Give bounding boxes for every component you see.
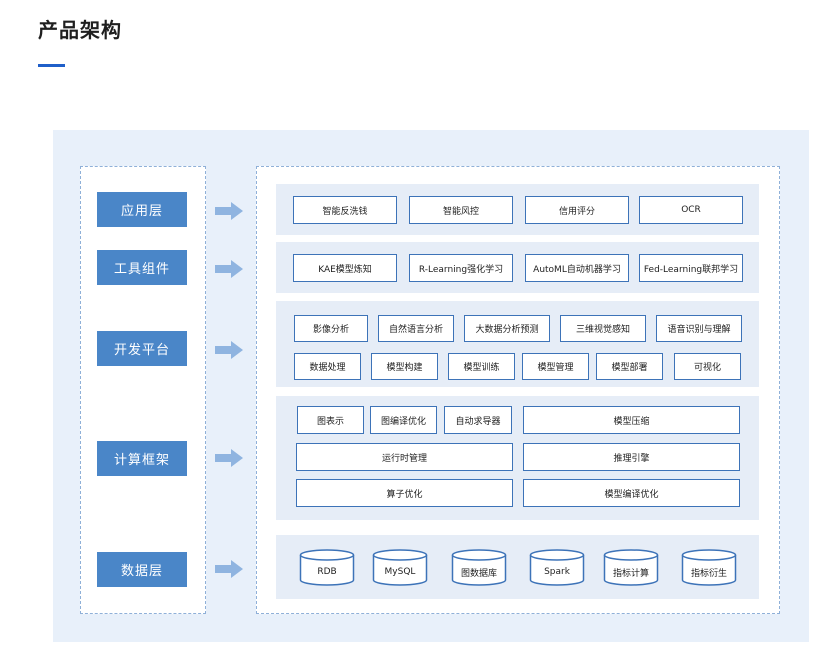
database-cylinder: 指标衍生 bbox=[681, 549, 737, 587]
dev-platform-item: 三维视觉感知 bbox=[560, 315, 646, 342]
compute-framework-item: 运行时管理 bbox=[296, 443, 513, 471]
database-cylinder: MySQL bbox=[372, 549, 428, 587]
tool-item: R-Learning强化学习 bbox=[409, 254, 513, 282]
arrow-right-icon bbox=[215, 202, 243, 220]
compute-framework-item: 推理引擎 bbox=[523, 443, 740, 471]
tool-item: AutoML自动机器学习 bbox=[525, 254, 629, 282]
tool-item: Fed-Learning联邦学习 bbox=[639, 254, 743, 282]
compute-framework-item: 模型编译优化 bbox=[523, 479, 740, 507]
title-underline bbox=[38, 64, 65, 67]
database-icon bbox=[451, 549, 507, 586]
compute-framework-item: 自动求导器 bbox=[444, 406, 512, 434]
layer-label-column bbox=[80, 166, 206, 614]
dev-platform-item: 模型构建 bbox=[371, 353, 438, 380]
data-source-label: RDB bbox=[317, 567, 337, 577]
database-cylinder: 图数据库 bbox=[451, 549, 507, 587]
data-layer-panel bbox=[276, 535, 759, 599]
database-icon bbox=[681, 549, 737, 586]
data-source-label: 指标衍生 bbox=[690, 568, 727, 579]
dev-platform-item: 自然语言分析 bbox=[378, 315, 454, 342]
application-item: 智能反洗钱 bbox=[293, 196, 397, 224]
database-icon bbox=[529, 549, 585, 586]
compute-framework-item: 图表示 bbox=[297, 406, 364, 434]
layer-label-data: 数据层 bbox=[97, 552, 187, 587]
database-icon bbox=[603, 549, 659, 586]
dev-platform-item: 大数据分析预测 bbox=[464, 315, 550, 342]
compute-framework-item: 算子优化 bbox=[296, 479, 513, 507]
application-item: 智能风控 bbox=[409, 196, 513, 224]
dev-platform-item: 数据处理 bbox=[294, 353, 361, 380]
application-item: OCR bbox=[639, 196, 743, 224]
data-source-label: MySQL bbox=[384, 567, 416, 577]
dev-platform-item: 影像分析 bbox=[294, 315, 368, 342]
dev-platform-item: 可视化 bbox=[674, 353, 741, 380]
compute-framework-item: 图编译优化 bbox=[370, 406, 437, 434]
page-title: 产品架构 bbox=[38, 18, 122, 42]
layer-label-compute-framework: 计算框架 bbox=[97, 441, 187, 476]
data-source-label: Spark bbox=[544, 567, 570, 577]
data-source-label: 图数据库 bbox=[460, 568, 497, 579]
layer-label-application: 应用层 bbox=[97, 192, 187, 227]
arrow-right-icon bbox=[215, 341, 243, 359]
database-cylinder: Spark bbox=[529, 549, 585, 587]
dev-platform-item: 语音识别与理解 bbox=[656, 315, 742, 342]
layer-label-tools: 工具组件 bbox=[97, 250, 187, 285]
compute-framework-item: 模型压缩 bbox=[523, 406, 740, 434]
database-cylinder: RDB bbox=[299, 549, 355, 587]
dev-platform-item: 模型训练 bbox=[448, 353, 515, 380]
arrow-right-icon bbox=[215, 449, 243, 467]
database-icon bbox=[372, 549, 428, 586]
dev-platform-item: 模型管理 bbox=[522, 353, 589, 380]
dev-platform-item: 模型部署 bbox=[596, 353, 663, 380]
arrow-right-icon bbox=[215, 560, 243, 578]
database-cylinder: 指标计算 bbox=[603, 549, 659, 587]
data-source-label: 指标计算 bbox=[612, 568, 649, 579]
database-icon bbox=[299, 549, 355, 586]
application-item: 信用评分 bbox=[525, 196, 629, 224]
layer-label-dev-platform: 开发平台 bbox=[97, 331, 187, 366]
arrow-right-icon bbox=[215, 260, 243, 278]
tool-item: KAE模型炼知 bbox=[293, 254, 397, 282]
